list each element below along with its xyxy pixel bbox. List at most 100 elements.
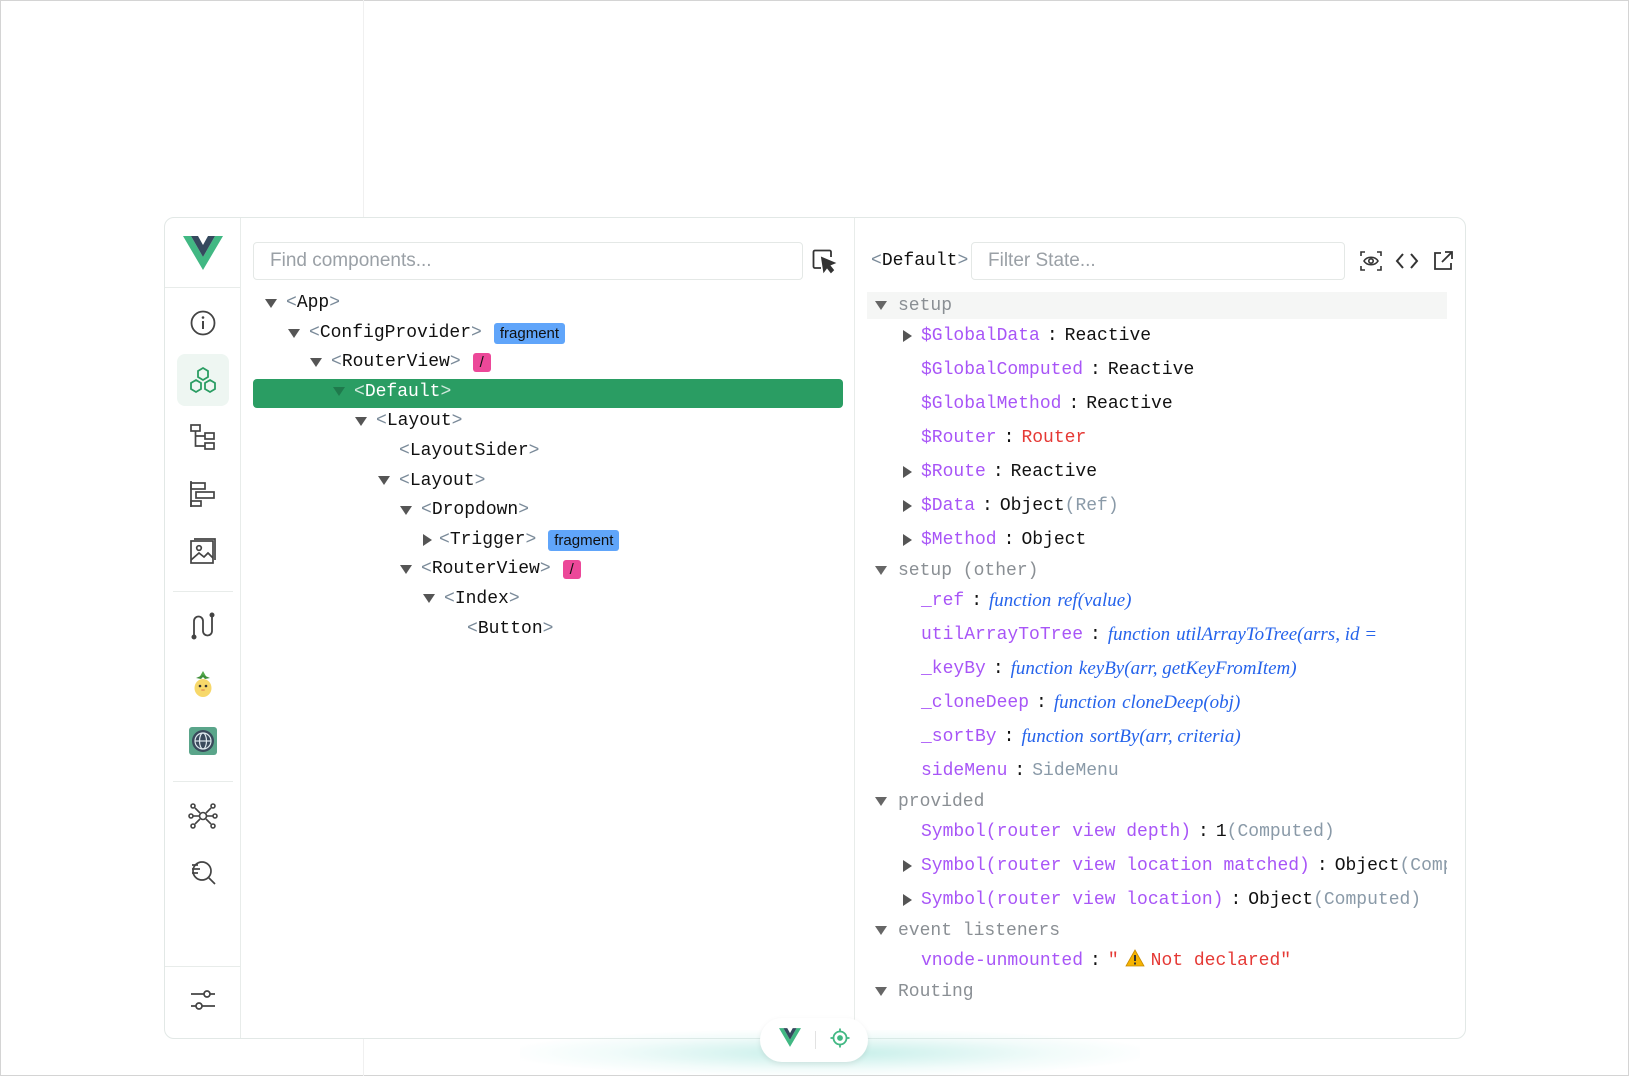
expand-toggle[interactable] [903,500,912,512]
component-name: Layout [386,411,452,432]
find-components-input[interactable] [253,242,803,280]
tree-node[interactable]: <Trigger>fragment [253,527,843,557]
collapse-toggle[interactable] [333,387,345,397]
section-routing[interactable]: Routing [867,978,1447,1005]
collapse-toggle[interactable] [355,416,367,426]
state-prop[interactable]: sideMenu:SideMenu [921,761,1119,781]
component-name: Layout [409,470,475,491]
state-prop[interactable]: $GlobalComputed:Reactive [921,360,1195,380]
component-name: Default [364,381,441,402]
collapse-toggle[interactable] [288,328,300,338]
collapse-toggle[interactable] [400,505,412,515]
vue-logo-icon[interactable] [778,1028,801,1052]
component-state-pane: <Default> setup $GlobalData:Reactive $Gl… [855,218,1465,1038]
state-prop[interactable]: $Method:Object [867,523,1447,557]
collapse-toggle[interactable] [310,357,322,367]
tree-node[interactable]: <LayoutSider> [399,440,540,461]
collapse-toggle[interactable] [875,301,887,310]
component-name: Button [477,618,543,639]
collapse-toggle[interactable] [875,566,887,575]
select-component-in-page-button[interactable] [811,248,837,274]
tree-node[interactable]: <Dropdown> [253,497,843,527]
sidebar-item-assets[interactable] [177,525,229,577]
sidebar-item-settings[interactable] [177,974,229,1026]
section-event-listeners[interactable]: event listeners [867,917,1447,944]
fragment-badge: fragment [548,529,620,551]
component-name: Dropdown [431,500,519,521]
collapse-toggle[interactable] [875,987,887,996]
globe-plugin-icon [189,727,217,755]
sidebar-item-inspect[interactable] [177,847,229,899]
tree-node[interactable]: <Button> [467,618,554,639]
selected-component-name: <Default> [871,251,969,271]
inspect-icon [192,861,216,885]
timeline-icon [190,481,215,507]
collapse-toggle[interactable] [875,797,887,806]
component-name: LayoutSider [409,440,529,461]
collapse-toggle[interactable] [265,298,277,308]
filter-state-input[interactable] [971,242,1345,280]
state-prop[interactable]: $Route:Reactive [867,455,1447,489]
expand-toggle[interactable] [903,894,912,906]
cursor-select-icon [812,249,837,274]
expand-toggle[interactable] [903,860,912,872]
vue-logo-icon [183,236,223,270]
state-prop[interactable]: $GlobalData:Reactive [867,319,1447,353]
target-icon[interactable] [830,1028,850,1053]
section-setup-other[interactable]: setup (other) [867,557,1447,584]
sidebar-item-tree[interactable] [177,411,229,463]
tree-node[interactable]: <Index> [253,586,843,616]
section-setup[interactable]: setup [867,292,1447,319]
state-prop[interactable]: Symbol(router view location):Object(Comp… [867,883,1447,917]
component-name: RouterView [341,352,450,373]
inspect-dom-button[interactable] [1395,249,1419,273]
tree-node[interactable]: <App> [253,290,843,320]
collapse-toggle[interactable] [400,564,412,574]
sidebar-item-plugin[interactable] [177,715,229,767]
eye-scan-icon [1360,251,1382,271]
tree-icon [190,424,215,450]
component-name: Trigger [449,530,526,551]
sidebar-item-pinia[interactable] [177,658,229,710]
tree-node-selected[interactable]: <Default> [253,378,843,409]
scroll-to-component-button[interactable] [1359,249,1383,273]
state-prop[interactable]: $Router:Router [921,428,1087,448]
collapse-toggle[interactable] [423,594,435,604]
expand-toggle[interactable] [903,534,912,546]
sidebar-item-router[interactable] [177,600,229,652]
state-prop[interactable]: Symbol(router view depth):1(Computed) [921,822,1335,842]
state-prop[interactable]: $GlobalMethod:Reactive [921,394,1173,414]
sidebar-item-overview[interactable] [177,297,229,349]
state-prop[interactable]: vnode-unmounted:"Not declared" [921,949,1292,971]
open-in-editor-button[interactable] [1431,249,1455,273]
expand-toggle[interactable] [423,534,432,547]
tree-node[interactable]: <ConfigProvider>fragment [253,320,843,350]
sidebar-item-graph[interactable] [177,790,229,842]
route-badge: / [562,559,581,579]
info-icon [190,310,216,336]
components-icon [190,366,216,394]
tree-node[interactable]: <Layout> [253,468,843,498]
vue-devtools-panel: <App> <ConfigProvider>fragment <RouterVi… [164,217,1466,1039]
state-prop[interactable]: Symbol(router view location matched):Obj… [867,849,1447,883]
sidebar-item-timeline[interactable] [177,468,229,520]
collapse-toggle[interactable] [875,926,887,935]
sidebar-divider [165,966,240,967]
section-provided[interactable]: provided [867,788,1447,815]
expand-toggle[interactable] [903,466,912,478]
tree-node[interactable]: <Layout> [253,408,843,438]
expand-toggle[interactable] [903,330,912,342]
sidebar-item-components[interactable] [177,354,229,406]
component-name: Index [454,588,509,609]
tree-node[interactable]: <RouterView>/ [253,556,843,586]
code-icon [1395,253,1419,269]
collapse-toggle[interactable] [378,476,390,486]
state-prop[interactable]: $Data:Object(Ref) [867,489,1447,523]
graph-icon [188,803,218,829]
tree-node[interactable]: <RouterView>/ [253,349,843,379]
